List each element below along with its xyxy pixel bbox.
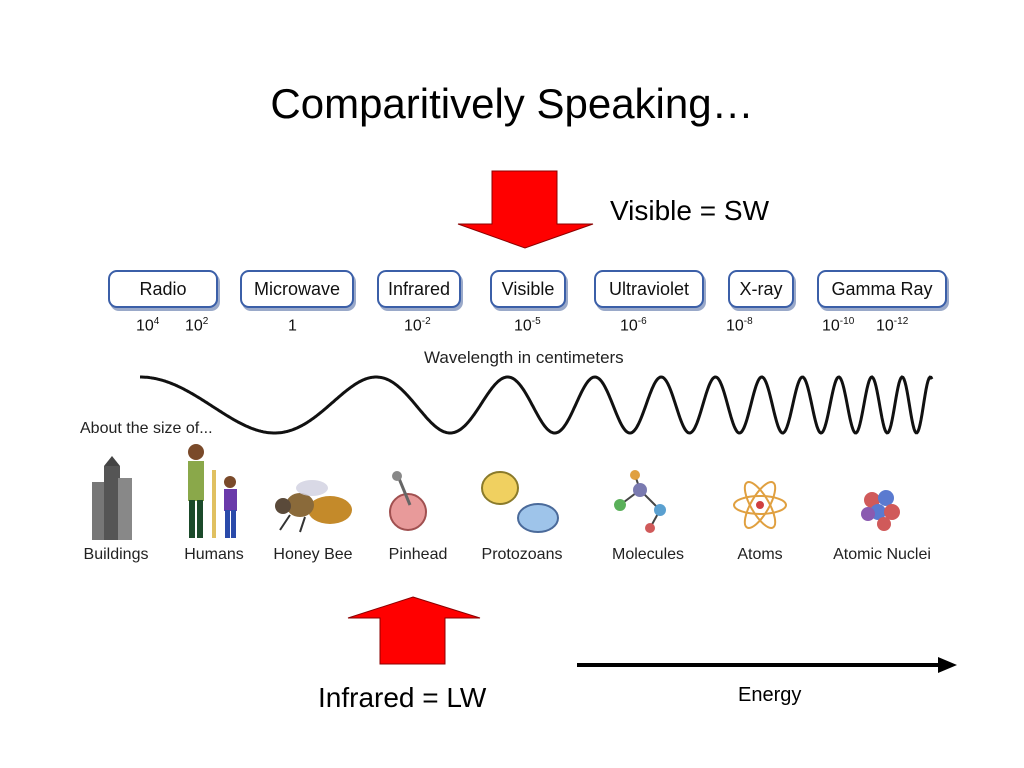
- wavelength-label: 10-6: [620, 316, 647, 335]
- slide-title: Comparitively Speaking…: [270, 80, 754, 127]
- wave-line: [140, 375, 934, 435]
- band-xray: X-ray: [728, 270, 794, 308]
- wavelength-label: 10-10: [822, 316, 855, 335]
- band-ultraviolet: Ultraviolet: [594, 270, 704, 308]
- down-arrow-icon: [457, 170, 594, 249]
- size-caption: About the size of...: [80, 420, 213, 437]
- wavelength-label: 10-2: [404, 316, 431, 335]
- object-label-protozoans: Protozoans: [481, 546, 563, 563]
- energy-label: Energy: [738, 684, 802, 706]
- object-label-buildings: Buildings: [83, 546, 149, 563]
- infrared-callout: Infrared = LW: [318, 682, 487, 713]
- wavelength-label: 10-12: [876, 316, 909, 335]
- honey-bee-icon: [275, 480, 352, 533]
- object-label-atomic-nuclei: Atomic Nuclei: [833, 546, 931, 563]
- object-label-atoms: Atoms: [737, 546, 783, 563]
- wavelength-label: 10-5: [514, 316, 541, 335]
- energy-arrow: [577, 657, 957, 673]
- object-label-honey-bee: Honey Bee: [273, 546, 353, 563]
- pinhead-icon: [389, 471, 427, 531]
- axis-caption: Wavelength in centimeters: [424, 348, 624, 367]
- humans-icon: [188, 444, 237, 538]
- molecules-icon: [614, 470, 666, 533]
- object-label-pinhead: Pinhead: [388, 546, 448, 563]
- protozoans-icon: [481, 471, 559, 533]
- atomic-nuclei-icon: [861, 490, 900, 531]
- wavelength-label: 104: [136, 316, 160, 335]
- object-label-molecules: Molecules: [611, 546, 685, 563]
- band-microwave: Microwave: [240, 270, 354, 308]
- wavelength-label: 10-8: [726, 316, 753, 335]
- band-radio: Radio: [108, 270, 218, 308]
- band-visible: Visible: [490, 270, 566, 308]
- band-gamma-ray: Gamma Ray: [817, 270, 947, 308]
- band-infrared: Infrared: [377, 270, 461, 308]
- buildings-icon: [92, 456, 132, 540]
- energy-arrowhead-icon: [938, 657, 957, 673]
- object-label-humans: Humans: [184, 546, 244, 563]
- atoms-icon: [733, 481, 787, 529]
- visible-callout: Visible = SW: [610, 195, 769, 226]
- up-arrow-icon: [347, 596, 481, 665]
- wavelength-label: 1: [288, 317, 297, 335]
- wavelength-label: 102: [185, 316, 209, 335]
